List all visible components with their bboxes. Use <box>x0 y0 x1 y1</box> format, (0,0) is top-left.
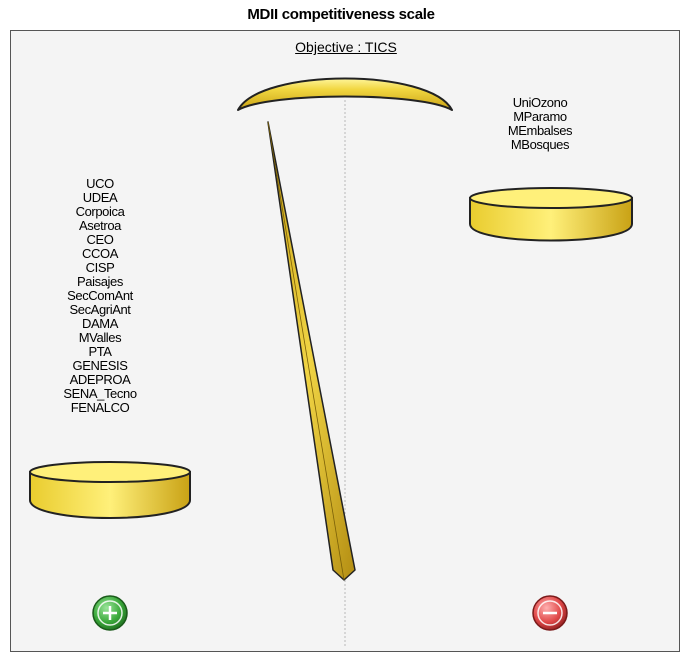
pan-item-label: UniOzono <box>512 95 568 110</box>
page-title: MDII competitiveness scale <box>247 6 435 23</box>
pan-item-label: GENESIS <box>72 358 128 373</box>
pan-item-label: DAMA <box>82 316 118 331</box>
scale-needle <box>267 121 356 581</box>
pan-item-label: Corpoica <box>75 204 125 219</box>
pan-item-label: CISP <box>85 260 115 275</box>
pan-item-label: UDEA <box>82 190 118 205</box>
pan-item-label: MEmbalses <box>507 123 573 138</box>
pan-item-label: CCOA <box>82 246 118 261</box>
minus-circle-icon[interactable] <box>532 595 568 631</box>
plus-circle-icon[interactable] <box>92 595 128 631</box>
pan-item-label: SecAgriAnt <box>69 302 131 317</box>
left-pan <box>29 461 191 519</box>
pan-item-label: UCO <box>86 176 114 191</box>
pan-item-label: CEO <box>86 232 114 247</box>
right-pan <box>469 187 633 242</box>
scale-arc <box>237 77 453 111</box>
pan-item-label: MParamo <box>513 109 567 124</box>
pan-item-label: MValles <box>78 330 122 345</box>
pan-item-label: MBosques <box>510 137 570 152</box>
pan-item-label: FENALCO <box>70 400 130 415</box>
pan-item-label: Asetroa <box>78 218 121 233</box>
pan-item-label: PTA <box>88 344 112 359</box>
objective-label: Objective : TICS <box>295 39 397 55</box>
pan-item-label: Paisajes <box>77 274 123 289</box>
pan-item-label: SENA_Tecno <box>63 386 137 401</box>
pan-item-label: SecComAnt <box>67 288 133 303</box>
pan-item-label: ADEPROA <box>69 372 131 387</box>
